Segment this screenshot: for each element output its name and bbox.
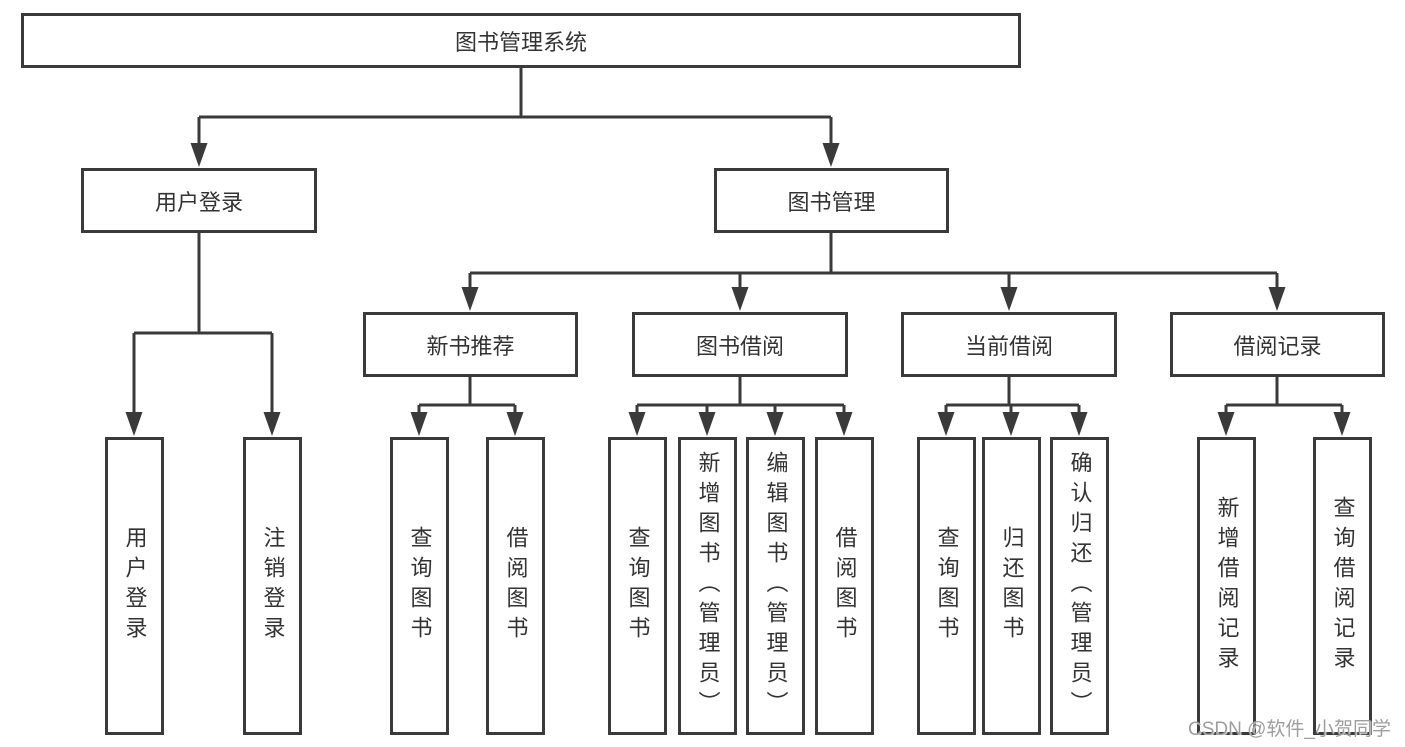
node-label: 借阅记录 [1233,333,1322,359]
arrow-down-icon [125,412,143,436]
connector-new-book-children [417,377,517,415]
node-label: 查询图书 [407,526,433,646]
arrow-down-icon [1333,412,1351,436]
arrow-down-icon [1268,287,1286,311]
arrow-down-icon [506,412,524,436]
node-label: 图书借阅 [695,333,784,359]
node-label: 用户登录 [154,189,243,215]
arrow-down-icon [628,412,646,436]
node-cb-return-books: 归还图书 [982,437,1041,735]
node-new-book-recommendation: 新书推荐 [363,312,578,377]
arrow-down-icon [937,412,955,436]
node-label: 查询借阅记录 [1330,496,1356,676]
node-label: 注销登录 [260,526,286,646]
node-nbr-borrow-books: 借阅图书 [486,437,545,735]
arrow-down-icon [835,412,853,436]
arrow-down-icon [766,412,784,436]
node-label: 新增借阅记录 [1214,496,1240,676]
node-label: 查询图书 [625,526,651,646]
node-cb-confirm-return-admin: 确认归还（管理员） [1050,437,1109,735]
node-bb-add-books-admin: 新增图书（管理员） [678,437,737,735]
node-logout-login: 注销登录 [243,437,302,735]
node-label: 编辑图书（管理员） [763,451,789,721]
arrow-down-icon [263,412,281,436]
arrow-down-icon [1000,287,1018,311]
arrow-down-icon [698,412,716,436]
node-br-query-borrow-record: 查询借阅记录 [1313,437,1372,735]
node-label: 查询图书 [934,526,960,646]
node-library-management-system: 图书管理系统 [21,13,1021,68]
connector-user-login-children [132,233,274,415]
connector-borrow-records-children [1224,377,1344,415]
node-book-borrowing: 图书借阅 [632,312,848,377]
arrow-down-icon [1070,412,1088,436]
connector-current-borrowing-children [944,377,1081,415]
node-label: 借阅图书 [503,526,529,646]
node-label: 新增图书（管理员） [695,451,721,721]
arrow-down-icon [731,287,749,311]
node-nbr-query-books: 查询图书 [390,437,449,735]
node-br-add-borrow-record: 新增借阅记录 [1197,437,1256,735]
node-label: 确认归还（管理员） [1067,451,1093,721]
watermark: CSDN @软件_小贺同学 [1188,719,1391,740]
node-label: 归还图书 [999,526,1025,646]
connector-book-mgmt-level3 [468,233,1279,290]
node-label: 图书管理 [787,189,876,215]
node-bb-borrow-books: 借阅图书 [815,437,874,735]
node-user-login: 用户登录 [81,168,317,233]
connector-book-borrowing-children [635,377,846,415]
node-bb-query-books: 查询图书 [608,437,667,735]
node-label: 借阅图书 [832,526,858,646]
arrow-down-icon [190,143,208,167]
arrow-down-icon [1002,412,1020,436]
arrow-down-icon [410,412,428,436]
node-label: 当前借阅 [964,333,1053,359]
node-borrowing-records: 借阅记录 [1170,312,1385,377]
arrow-down-icon [822,143,840,167]
node-current-borrowing: 当前借阅 [901,312,1117,377]
node-user-login-action: 用户登录 [105,437,164,735]
node-label: 新书推荐 [426,333,515,359]
node-cb-query-books: 查询图书 [917,437,976,735]
node-label: 图书管理系统 [454,29,587,55]
arrow-down-icon [1217,412,1235,436]
connector-root-level2 [197,68,833,146]
node-book-management: 图书管理 [714,168,949,233]
node-label: 用户登录 [122,526,148,646]
node-bb-edit-books-admin: 编辑图书（管理员） [746,437,805,735]
arrow-down-icon [461,287,479,311]
